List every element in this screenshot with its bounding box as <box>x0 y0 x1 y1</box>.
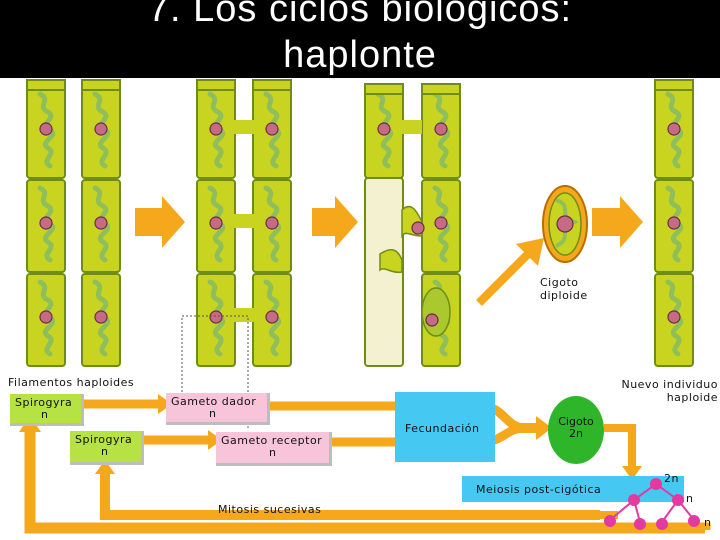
label-nuevo-line1: Nuevo individuo <box>621 378 718 391</box>
slide-title-line1: 7. Los ciclos biológicos: <box>147 0 573 30</box>
stage3-gamete-migration <box>364 83 461 367</box>
meiosis-band <box>462 476 684 502</box>
box-spirogyra-1: Spirogyra n <box>10 394 84 426</box>
box-gameto-receptor-ploidy: n <box>269 446 277 459</box>
box-spirogyra-1-ploidy: n <box>41 408 49 421</box>
cigoto-2n-name: Cigoto <box>558 415 594 428</box>
slide-title: 7. Los ciclos biológicos: haplonte <box>0 0 720 78</box>
stage-arrow-3 <box>592 196 643 248</box>
stage-arrow-2 <box>312 196 358 248</box>
spore-tree <box>604 478 700 530</box>
box-spirogyra-1-name: Spirogyra <box>15 396 73 409</box>
stage1-filaments <box>26 79 121 366</box>
cigoto-2n-ploidy: 2n <box>569 427 583 440</box>
ploidy-n-low: n <box>704 516 712 529</box>
fecundacion-band <box>395 392 495 462</box>
ploidy-n-mid: n <box>686 492 694 505</box>
label-mitosis-sucesivas: Mitosis sucesivas <box>218 503 322 516</box>
stage-arrow-1 <box>135 196 185 248</box>
stage2-conjugation <box>196 79 292 366</box>
label-cigoto-line1: Cigoto <box>540 276 579 289</box>
cigoto-circle <box>548 396 604 464</box>
label-cigoto-line2: diploide <box>540 289 588 302</box>
box-gameto-dador-ploidy: n <box>209 407 217 420</box>
zygote <box>542 185 588 263</box>
box-gameto-dador-name: Gameto dador <box>171 395 257 408</box>
new-individual-filament <box>654 79 694 366</box>
label-nuevo-individuo: Nuevo individuo haploide <box>614 378 718 404</box>
box-fecundacion-label: Fecundación <box>405 422 480 435</box>
label-nuevo-line2: haploide <box>666 391 718 404</box>
ploidy-2n: 2n <box>664 472 679 485</box>
cycle-flow <box>19 394 711 534</box>
box-gameto-receptor-name: Gameto receptor <box>221 434 323 447</box>
box-spirogyra-2-name: Spirogyra <box>75 433 133 446</box>
title-bar: 7. Los ciclos biológicos: haplonte <box>0 0 720 78</box>
label-filamentos-haploides: Filamentos haploides <box>8 376 135 389</box>
box-spirogyra-2: Spirogyra n <box>70 431 144 465</box>
label-cigoto-diploide: Cigoto diploide <box>540 276 588 302</box>
box-meiosis-label: Meiosis post-cigótica <box>476 483 602 496</box>
zygote-arrow <box>476 238 544 306</box>
box-gameto-dador: Gameto dador n <box>166 393 270 425</box>
box-spirogyra-2-ploidy: n <box>101 445 109 458</box>
box-gameto-receptor: Gameto receptor n <box>216 432 332 466</box>
cigoto-2n-label: Cigoto 2n <box>548 416 604 440</box>
slide-title-line2: haplonte <box>283 34 437 76</box>
